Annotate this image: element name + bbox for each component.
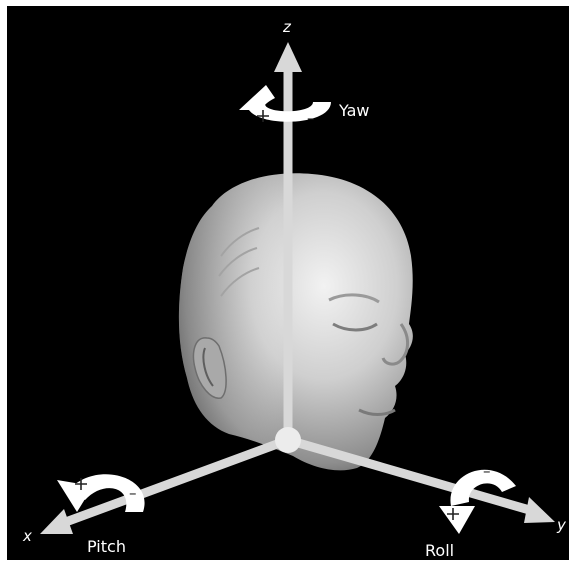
roll-label: Roll — [425, 541, 454, 560]
pitch-minus-sign: – — [129, 484, 137, 502]
yaw-label: Yaw — [338, 101, 369, 120]
origin — [275, 427, 301, 453]
yaw-minus-sign: – — [307, 109, 315, 127]
z-axis-arrowhead — [274, 42, 302, 72]
diagram-canvas: z x y – Yaw – Pitch – Roll — [7, 6, 569, 560]
z-axis-label: z — [282, 18, 292, 36]
head-model — [179, 173, 413, 470]
roll-minus-sign: – — [483, 462, 491, 480]
x-axis-arrowhead — [40, 509, 73, 534]
head-pose-figure: z x y – Yaw – Pitch – Roll — [7, 6, 569, 560]
y-axis-label: y — [556, 516, 567, 534]
x-axis-label: x — [22, 527, 32, 545]
y-axis-arrowhead — [524, 497, 555, 523]
pitch-label: Pitch — [87, 537, 126, 556]
